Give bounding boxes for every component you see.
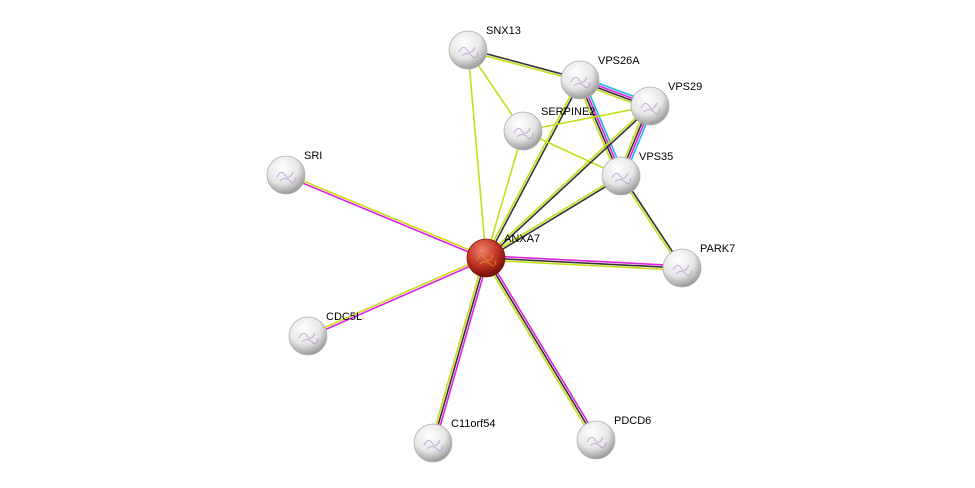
node-sphere[interactable] — [662, 248, 702, 288]
node-sri[interactable]: SRI — [266, 150, 322, 195]
protein-structure-icon — [458, 46, 479, 59]
node-label: PDCD6 — [614, 415, 651, 427]
node-label: PARK7 — [700, 243, 735, 255]
node-label: SERPINE2 — [541, 106, 595, 118]
node-sphere[interactable] — [288, 316, 328, 356]
edge-anxa7-park7[interactable] — [485, 255, 683, 271]
protein-structure-icon — [611, 172, 632, 185]
edge-line-neighborhood — [483, 258, 595, 442]
edge-line-coexpression — [485, 257, 597, 441]
edge-line-experiments — [434, 258, 489, 444]
protein-structure-icon — [513, 127, 534, 140]
edge-anxa7-pdcd6[interactable] — [483, 256, 599, 442]
edge-line-neighborhood — [286, 173, 487, 258]
protein-structure-icon — [640, 102, 661, 115]
node-c11orf54[interactable]: C11orf54 — [413, 418, 495, 463]
edge-serpine2-vps29[interactable] — [522, 105, 651, 132]
node-label: SRI — [304, 150, 322, 162]
node-label: VPS29 — [668, 81, 702, 93]
node-serpine2[interactable]: SERPINE2 — [503, 106, 595, 151]
edge-line-neighborhood — [430, 257, 485, 443]
node-label: C11orf54 — [451, 418, 495, 430]
edge-vps29-anxa7[interactable] — [484, 104, 652, 260]
edge-line-experiments — [285, 175, 486, 260]
edge-snx13-anxa7[interactable] — [467, 49, 487, 259]
edge-line-coexpression — [486, 176, 622, 260]
node-sphere[interactable] — [601, 156, 641, 196]
node-park7[interactable]: PARK7 — [662, 243, 735, 288]
edge-anxa7-cdc5l[interactable] — [307, 256, 487, 338]
node-vps35[interactable]: VPS35 — [601, 151, 673, 196]
edge-line-coexpression — [432, 257, 487, 444]
node-label: SNX13 — [486, 25, 521, 37]
node-sphere[interactable] — [576, 420, 616, 460]
node-sphere[interactable] — [266, 155, 306, 195]
edge-line-neighborhood — [522, 105, 651, 132]
protein-structure-icon — [423, 439, 444, 452]
node-cdc5l[interactable]: CDC5L — [288, 311, 362, 356]
node-anxa7[interactable]: ANXA7 — [466, 233, 540, 278]
edge-line-coexpression — [486, 106, 652, 260]
node-pdcd6[interactable]: PDCD6 — [576, 415, 651, 460]
edge-anxa7-sri[interactable] — [285, 173, 487, 260]
node-vps26a[interactable]: VPS26A — [560, 55, 640, 100]
node-sphere[interactable] — [448, 30, 488, 70]
protein-structure-icon — [586, 436, 607, 449]
protein-structure-icon — [672, 264, 693, 277]
edge-line-experiments — [308, 258, 487, 338]
protein-structure-icon — [570, 76, 591, 89]
edge-line-neighborhood — [485, 130, 524, 259]
node-sphere[interactable] — [466, 238, 506, 278]
edge-anxa7-c11orf54[interactable] — [430, 257, 489, 444]
edge-vps26a-anxa7[interactable] — [484, 79, 582, 259]
edge-line-neighborhood — [485, 259, 682, 271]
edge-line-neighborhood — [484, 79, 580, 258]
node-vps29[interactable]: VPS29 — [630, 81, 702, 126]
protein-structure-icon — [276, 171, 297, 184]
edge-line-neighborhood — [467, 49, 487, 259]
node-label: ANXA7 — [504, 233, 540, 245]
node-label: VPS35 — [639, 151, 673, 163]
edge-line-experiments — [486, 255, 683, 267]
edge-line-coexpression — [486, 80, 582, 259]
node-sphere[interactable] — [413, 423, 453, 463]
node-label: CDC5L — [326, 311, 362, 323]
edge-serpine2-anxa7[interactable] — [485, 130, 524, 259]
edge-line-experiments — [487, 256, 599, 440]
protein-structure-icon — [298, 332, 319, 345]
node-sphere[interactable] — [560, 60, 600, 100]
protein-structure-icon — [476, 254, 497, 267]
edge-line-neighborhood — [485, 174, 621, 258]
edge-vps35-anxa7[interactable] — [485, 174, 622, 260]
node-snx13[interactable]: SNX13 — [448, 25, 521, 70]
node-label: VPS26A — [598, 55, 640, 67]
node-sphere[interactable] — [630, 86, 670, 126]
node-sphere[interactable] — [503, 111, 543, 151]
edge-line-coexpression — [485, 257, 683, 269]
edge-line-neighborhood — [307, 256, 486, 336]
edge-line-neighborhood — [484, 104, 650, 258]
